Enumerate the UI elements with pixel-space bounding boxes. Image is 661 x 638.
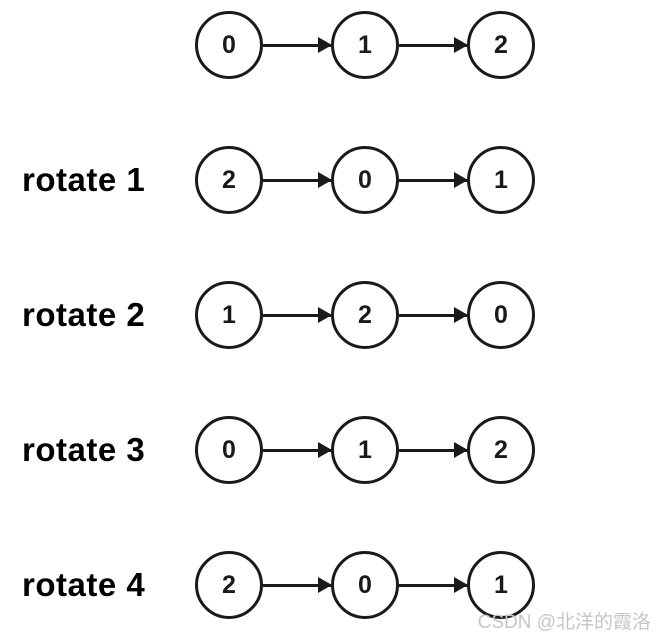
node-value: 0 — [222, 30, 236, 59]
node-value: 2 — [222, 570, 236, 599]
arrow-right-icon — [263, 448, 331, 452]
list-row-rotate-1: rotate 1 2 0 1 — [0, 146, 661, 214]
node-value: 0 — [494, 300, 508, 329]
node-value: 1 — [222, 300, 236, 329]
arrow-right-icon — [263, 178, 331, 182]
list-row-initial: 0 1 2 — [0, 11, 661, 79]
row-label: rotate 4 — [22, 566, 146, 603]
list-row-rotate-3: rotate 3 0 1 2 — [0, 416, 661, 484]
arrow-right-icon — [399, 313, 467, 317]
node-value: 1 — [494, 570, 508, 599]
node-value: 1 — [358, 30, 372, 59]
row-label: rotate 1 — [22, 161, 146, 198]
node-value: 2 — [494, 435, 508, 464]
list-node: 2 — [331, 281, 399, 349]
list-node: 2 — [195, 551, 263, 619]
arrow-right-icon — [263, 313, 331, 317]
node-value: 1 — [358, 435, 372, 464]
node-value: 1 — [494, 165, 508, 194]
arrow-right-icon — [399, 583, 467, 587]
list-node: 1 — [331, 416, 399, 484]
row-label: rotate 2 — [22, 296, 146, 333]
arrow-right-icon — [263, 43, 331, 47]
list-node: 2 — [195, 146, 263, 214]
node-value: 0 — [358, 570, 372, 599]
node-value: 0 — [358, 165, 372, 194]
list-node: 1 — [331, 11, 399, 79]
node-value: 0 — [222, 435, 236, 464]
list-node: 1 — [467, 146, 535, 214]
list-node: 1 — [467, 551, 535, 619]
arrow-right-icon — [399, 448, 467, 452]
list-row-rotate-2: rotate 2 1 2 0 — [0, 281, 661, 349]
arrow-right-icon — [399, 178, 467, 182]
list-node: 0 — [467, 281, 535, 349]
list-node: 0 — [195, 11, 263, 79]
node-value: 2 — [494, 30, 508, 59]
list-node: 2 — [467, 11, 535, 79]
list-node: 2 — [467, 416, 535, 484]
node-value: 2 — [358, 300, 372, 329]
arrow-right-icon — [399, 43, 467, 47]
list-node: 0 — [331, 146, 399, 214]
list-node: 0 — [331, 551, 399, 619]
row-label: rotate 3 — [22, 431, 146, 468]
node-value: 2 — [222, 165, 236, 194]
list-node: 0 — [195, 416, 263, 484]
arrow-right-icon — [263, 583, 331, 587]
list-row-rotate-4: rotate 4 2 0 1 — [0, 551, 661, 619]
list-node: 1 — [195, 281, 263, 349]
watermark: CSDN @北洋的霞洛 — [477, 612, 651, 633]
